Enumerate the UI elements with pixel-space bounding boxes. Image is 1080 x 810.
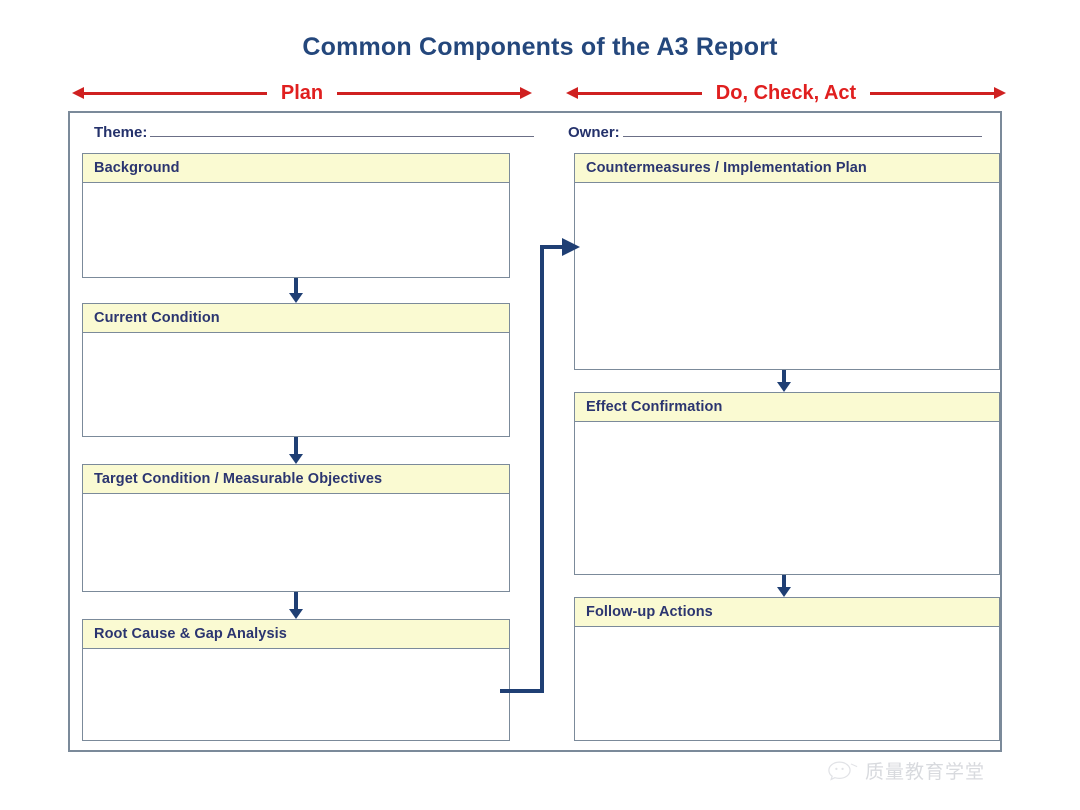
section-body[interactable]	[83, 649, 509, 740]
section-background[interactable]: Background	[82, 153, 510, 278]
owner-field[interactable]: Owner:	[568, 123, 982, 145]
page-title: Common Components of the A3 Report	[302, 33, 778, 61]
section-title: Background	[94, 160, 180, 176]
phase-label-do-check-act: Do, Check, Act	[715, 82, 857, 104]
section-root-cause-gap-analysis[interactable]: Root Cause & Gap Analysis	[82, 619, 510, 741]
arrow-down-icon	[777, 370, 791, 392]
arrow-left-icon	[72, 86, 267, 100]
arrow-down-icon	[289, 592, 303, 619]
section-header: Countermeasures / Implementation Plan	[575, 154, 999, 183]
theme-field[interactable]: Theme:	[94, 123, 534, 145]
section-header: Root Cause & Gap Analysis	[83, 620, 509, 649]
section-header: Effect Confirmation	[575, 393, 999, 422]
owner-input-rule[interactable]	[622, 123, 982, 137]
section-header: Background	[83, 154, 509, 183]
phase-band-do-check-act: Do, Check, Act	[566, 78, 1006, 108]
arrow-left-icon	[566, 86, 702, 100]
wechat-bubble-icon	[828, 761, 858, 781]
section-body[interactable]	[83, 494, 509, 591]
section-follow-up-actions[interactable]: Follow-up Actions	[574, 597, 1000, 741]
arrow-right-icon	[870, 86, 1006, 100]
section-countermeasures-implementation-plan[interactable]: Countermeasures / Implementation Plan	[574, 153, 1000, 370]
a3-sheet: Theme: Owner: Background Current Conditi…	[68, 111, 1002, 752]
section-header: Current Condition	[83, 304, 509, 333]
arrow-right-icon	[337, 86, 532, 100]
section-header: Target Condition / Measurable Objectives	[83, 465, 509, 494]
section-header: Follow-up Actions	[575, 598, 999, 627]
section-body[interactable]	[575, 422, 999, 574]
section-title: Root Cause & Gap Analysis	[94, 626, 287, 642]
watermark-text: 质量教育学堂	[865, 761, 986, 783]
section-body[interactable]	[83, 183, 509, 277]
watermark: 质量教育学堂	[828, 757, 985, 784]
phase-band-plan: Plan	[72, 78, 532, 108]
section-title: Follow-up Actions	[586, 604, 713, 620]
section-effect-confirmation[interactable]: Effect Confirmation	[574, 392, 1000, 575]
section-title: Countermeasures / Implementation Plan	[586, 160, 867, 176]
theme-label: Theme:	[94, 124, 148, 141]
section-title: Current Condition	[94, 310, 220, 326]
section-title: Target Condition / Measurable Objectives	[94, 471, 383, 487]
section-body[interactable]	[575, 627, 999, 740]
arrow-down-icon	[289, 278, 303, 303]
phase-label-plan: Plan	[280, 82, 324, 104]
arrow-down-icon	[777, 575, 791, 597]
theme-input-rule[interactable]	[150, 123, 534, 137]
section-current-condition[interactable]: Current Condition	[82, 303, 510, 437]
section-title: Effect Confirmation	[586, 399, 723, 415]
section-target-condition[interactable]: Target Condition / Measurable Objectives	[82, 464, 510, 592]
arrow-down-icon	[289, 437, 303, 464]
owner-label: Owner:	[568, 124, 620, 141]
section-body[interactable]	[83, 333, 509, 436]
section-body[interactable]	[575, 183, 999, 369]
